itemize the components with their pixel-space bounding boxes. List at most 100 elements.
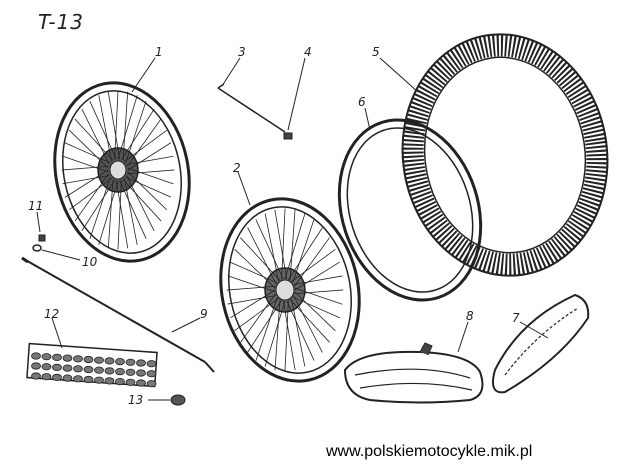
chain-link (94, 356, 104, 364)
rear-wheel (219, 197, 361, 383)
wheel-spoke (122, 179, 162, 222)
wheel-spoke (81, 108, 110, 165)
part-label-3: 3 (238, 45, 246, 59)
wheel-spoke (64, 169, 109, 198)
chain-link (62, 364, 73, 372)
wheel-spoke (274, 299, 281, 371)
wheel-spoke (291, 298, 306, 367)
nut (38, 234, 46, 242)
wheel-spoke (292, 296, 340, 319)
wheel-spoke (121, 108, 155, 160)
wheel-spoke (294, 287, 343, 305)
wheel-spoke (127, 169, 175, 175)
part-label-4: 4 (304, 45, 312, 59)
part-label-1: 1 (155, 45, 163, 59)
wheel-spoke (124, 129, 167, 162)
part-number-labels: 1 2 3 4 5 6 7 8 9 10 11 12 13 (28, 45, 520, 407)
wheel-spoke (81, 180, 115, 232)
chain-link (125, 368, 136, 376)
part-label-13: 13 (128, 393, 143, 407)
wheel-spoke (122, 91, 129, 161)
wheel-spoke (286, 300, 315, 361)
wheel-spoke (281, 208, 286, 280)
inner-tube (343, 342, 484, 404)
chain-link (62, 374, 73, 382)
wheel-spoke (293, 275, 343, 285)
chain-link (73, 365, 83, 373)
wheel-spoke (240, 237, 281, 281)
wheel-spoke (89, 100, 117, 160)
chain-link (31, 372, 41, 380)
sheet-title: T-13 (38, 10, 85, 34)
wheel-spoke (274, 209, 288, 280)
wheel-spoke (247, 300, 282, 353)
wheel-spoke (127, 118, 162, 167)
chain-link (115, 357, 125, 366)
wheel-spoke (227, 275, 276, 293)
part-label-2: 2 (233, 161, 241, 175)
chain-link (94, 376, 104, 384)
chain-link (73, 355, 83, 363)
washer (32, 244, 42, 252)
part-label-8: 8 (466, 309, 474, 323)
chain-link (125, 358, 136, 366)
chain-link (41, 373, 52, 381)
chain-link (31, 352, 41, 360)
wheel-spoke (98, 180, 119, 245)
wheel-spoke (98, 95, 112, 162)
wheel-spoke (292, 219, 315, 284)
wheel-spoke (107, 179, 114, 249)
wheel-spoke (89, 176, 111, 240)
wheel-spoke (234, 298, 279, 331)
wheel-spoke (227, 295, 277, 305)
wheel-spoke (255, 296, 278, 361)
rim-band (337, 118, 483, 302)
chain-link (104, 367, 115, 375)
wheel-spoke (125, 100, 147, 164)
wheel-spoke (284, 213, 306, 280)
drive-chain (26, 342, 158, 388)
wheel-spoke (264, 213, 279, 282)
wheel-spoke (264, 300, 286, 367)
wheel-spoke (69, 129, 109, 169)
wheel-spoke (127, 142, 172, 171)
wheel-spoke (288, 227, 323, 280)
wheel-spoke (230, 261, 278, 284)
wheel-spoke (124, 178, 138, 245)
chain-link (52, 353, 62, 361)
wheel-spoke (282, 300, 296, 371)
tyre (401, 33, 609, 277)
spoke-nipple (283, 132, 293, 140)
wheel-spoke (289, 209, 296, 281)
wheel-spoke (127, 167, 174, 185)
leader-lines (36, 57, 549, 401)
chain-link (146, 360, 157, 368)
chain-link (104, 357, 115, 365)
wheel-spoke (61, 165, 109, 171)
wheel-spoke (117, 180, 122, 250)
chain-link (136, 379, 146, 387)
wheel-spoke (115, 180, 129, 249)
wheel-spoke (255, 219, 284, 280)
chain-link (115, 367, 125, 376)
wheel-spoke (119, 180, 147, 240)
part-label-11: 11 (28, 199, 43, 213)
wheel-spoke (291, 249, 336, 282)
wheel-spoke (125, 176, 172, 198)
wheel-spoke (62, 175, 110, 185)
chain-link (146, 370, 157, 378)
wheel-spoke (64, 142, 111, 164)
part-label-6: 6 (358, 95, 366, 109)
wheel-spoke (127, 171, 167, 211)
wheel-spoke (117, 95, 138, 160)
chain-link (136, 369, 146, 377)
wheel-spoke (126, 155, 174, 165)
chain-link (31, 362, 41, 370)
wheel-spoke (289, 299, 330, 343)
part-label-10: 10 (82, 255, 98, 269)
chain-link (73, 375, 83, 383)
wheel-spoke (62, 155, 109, 173)
wheel-spoke (247, 227, 277, 285)
chain-link (52, 373, 62, 381)
